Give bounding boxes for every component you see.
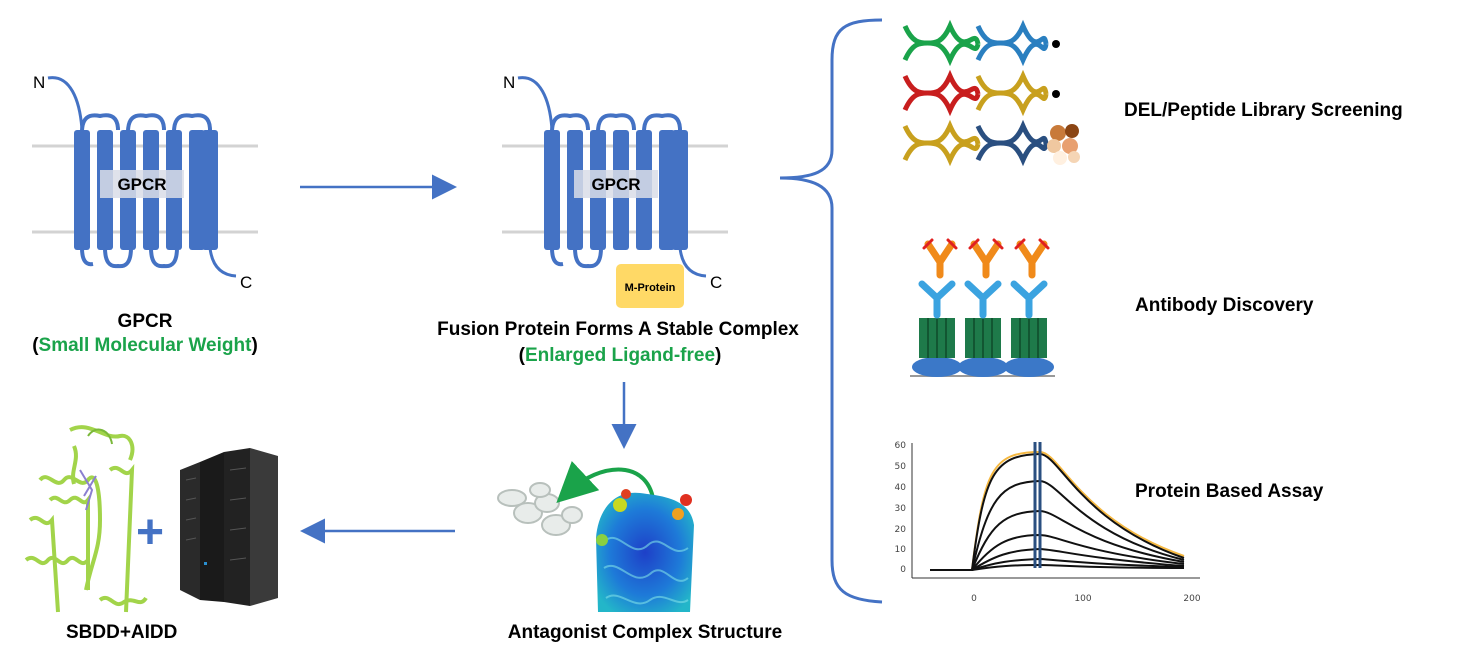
binding-kinetics-chart-icon: 0 10 20 30 40 50 60 0 100 200 (895, 441, 1201, 604)
antibody-icon (910, 238, 1055, 377)
y-tick: 40 (895, 483, 907, 493)
fusion-gpcr-diagram (502, 76, 728, 308)
structure-label: Antagonist Complex Structure (507, 622, 783, 643)
gpcr-title: GPCR (117, 311, 173, 332)
y-tick: 50 (895, 462, 907, 472)
application-label-assay: Protein Based Assay (1135, 481, 1324, 502)
m-protein-box (616, 264, 684, 308)
application-label-antibody: Antibody Discovery (1135, 295, 1314, 316)
gpcr-box-label: GPCR (591, 175, 640, 194)
m-protein-label: M-Protein (625, 282, 676, 294)
y-tick: 20 (895, 525, 907, 535)
gpcr-subtitle: (Small Molecular Weight) (32, 335, 258, 356)
fusion-title: Fusion Protein Forms A Stable Complex (437, 319, 799, 340)
dna-library-icon (902, 19, 1080, 167)
drug-design-label: SBDD+AIDD (66, 622, 178, 643)
x-tick: 100 (1074, 594, 1091, 604)
y-tick: 30 (895, 504, 907, 514)
gpcr-diagram (32, 76, 258, 278)
application-label-del: DEL/Peptide Library Screening (1124, 100, 1403, 121)
y-tick: 0 (900, 565, 906, 575)
protein-ribbon-icon (24, 425, 148, 613)
curly-brace (779, 18, 883, 604)
fusion-subtitle: (Enlarged Ligand-free) (518, 345, 722, 366)
cryo-em-density-icon (497, 460, 694, 612)
server-rack-icon (180, 448, 278, 606)
x-tick: 200 (1183, 594, 1200, 604)
y-tick: 60 (895, 441, 907, 451)
n-terminus-label: N (503, 73, 515, 92)
c-terminus-label: C (240, 273, 252, 292)
c-terminus-label: C (710, 273, 722, 292)
x-tick: 0 (971, 594, 977, 604)
gpcr-box-label: GPCR (117, 175, 166, 194)
y-tick: 10 (895, 545, 907, 555)
n-terminus-label: N (33, 73, 45, 92)
plus-sign: + (136, 506, 164, 559)
